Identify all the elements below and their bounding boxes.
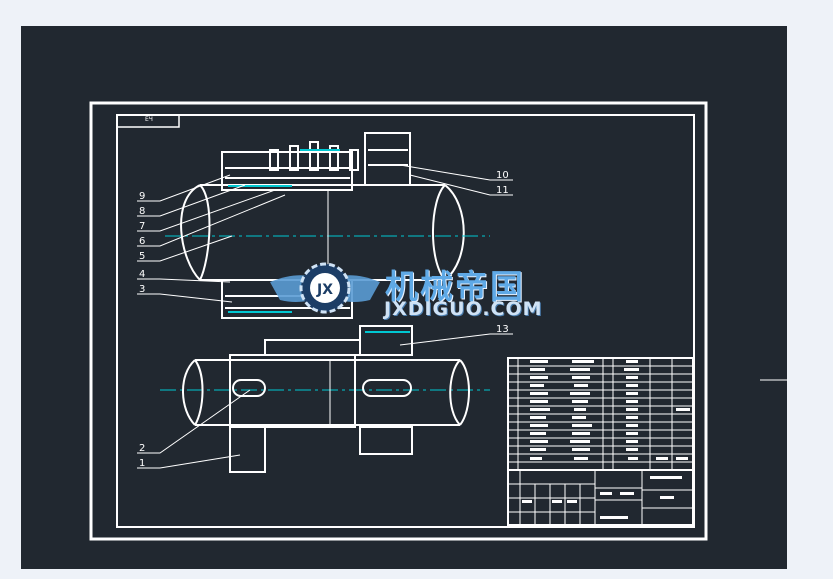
part-label-9: 9 <box>139 191 145 202</box>
part-label-5: 5 <box>139 251 145 262</box>
part-label-2: 2 <box>139 443 145 454</box>
part-label-13: 13 <box>496 324 509 335</box>
sheet-tag-box <box>116 114 180 128</box>
watermark-text-en: JXDIGUO.COM <box>384 298 543 320</box>
sheet-outer-border <box>89 101 708 541</box>
watermark-logo: JX <box>270 262 380 314</box>
part-label-10: 10 <box>496 170 509 181</box>
part-label-8: 8 <box>139 206 145 217</box>
part-label-11: 11 <box>496 185 509 196</box>
watermark-text-cn: 机械帝国 <box>385 267 525 306</box>
watermark-logo-letters: JX <box>316 282 333 298</box>
parts-list-table <box>507 357 694 471</box>
part-label-1: 1 <box>139 458 145 469</box>
sheet-inner-border <box>116 114 695 528</box>
parts-list-fill-marks <box>530 360 690 460</box>
lower-shaft-assembly <box>182 325 470 473</box>
sheet-tag: ЕЧ <box>145 116 153 123</box>
part-label-3: 3 <box>139 284 145 295</box>
title-block-fill-marks <box>522 476 682 519</box>
leader-lines <box>137 164 513 469</box>
part-label-7: 7 <box>139 221 145 232</box>
part-label-6: 6 <box>139 236 145 247</box>
title-block <box>507 469 694 526</box>
bearing-marks <box>228 149 410 333</box>
part-label-4: 4 <box>139 269 145 280</box>
